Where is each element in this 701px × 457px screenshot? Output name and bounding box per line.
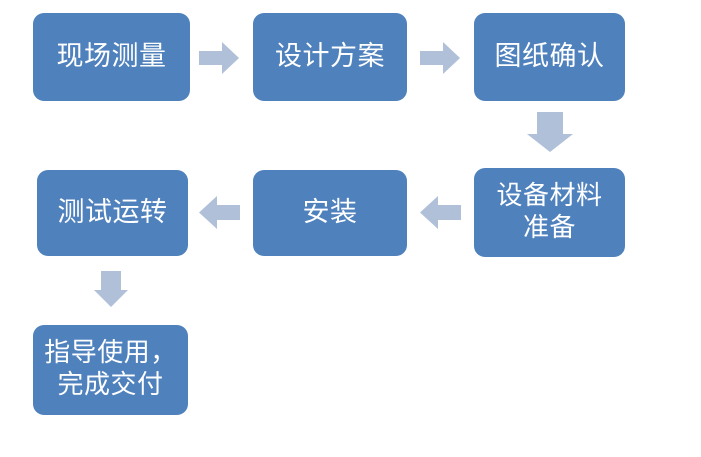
node-label: 设备材料 准备 (496, 180, 603, 243)
arrow-left-icon (199, 196, 240, 229)
flowchart-node-survey[interactable]: 现场测量 (33, 13, 190, 101)
arrow-right-icon (420, 42, 460, 74)
flowchart-node-drawing-confirm[interactable]: 图纸确认 (474, 13, 625, 101)
flowchart-node-handover[interactable]: 指导使用， 完成交付 (33, 325, 188, 415)
node-label: 安装 (302, 196, 358, 228)
node-label: 现场测量 (56, 40, 167, 72)
node-label: 图纸确认 (494, 40, 605, 72)
arrow-left-icon (420, 196, 461, 229)
flowchart-node-installation[interactable]: 安装 (253, 170, 407, 256)
flowchart-node-design[interactable]: 设计方案 (253, 13, 407, 101)
flowchart-node-material-preparation[interactable]: 设备材料 准备 (474, 168, 625, 257)
arrow-down-icon (94, 271, 128, 307)
node-label: 设计方案 (275, 40, 385, 72)
flowchart-node-test-run[interactable]: 测试运转 (37, 170, 188, 256)
arrow-down-icon (527, 112, 573, 152)
arrow-right-icon (199, 42, 239, 74)
node-label: 指导使用， 完成交付 (44, 338, 177, 400)
node-label: 测试运转 (57, 196, 168, 228)
